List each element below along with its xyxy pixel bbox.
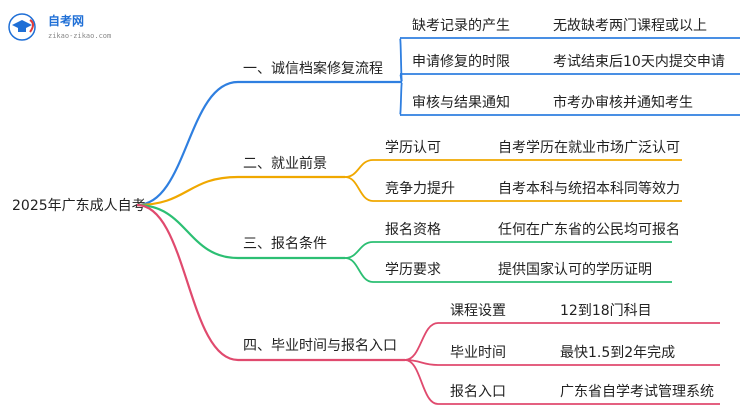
branch-label-1: 一、诚信档案修复流程 [243,60,383,77]
child-value-1-1: 无故缺考两门课程或以上 [553,18,707,34]
child-value-4-3: 广东省自学考试管理系统 [560,384,714,400]
edge-root-branch-1 [136,80,239,207]
root-node: 2025年广东成人自考 [12,198,146,214]
child-value-1-3: 市考办审核并通知考生 [553,94,693,111]
child-value-3-1: 任何在广东省的公民均可报名 [498,222,680,238]
edge-branch-4-child-1 [404,322,439,361]
edge-root-branch-3 [136,203,239,260]
site-logo: 自考网 zikao-zikao.com [8,13,111,41]
child-key-1-3: 审核与结果通知 [412,94,510,111]
child-value-2-1: 自考学历在就业市场广泛认可 [498,139,680,156]
child-key-2-2: 竞争力提升 [385,180,455,197]
child-value-3-2: 提供国家认可的学历证明 [498,261,652,278]
branch-label-3: 三、报名条件 [243,235,327,252]
logo-url: zikao-zikao.com [48,32,111,40]
logo-name: 自考网 [48,13,84,28]
child-key-4-2: 毕业时间 [450,345,506,361]
edge-branch-1-child-3 [399,81,403,116]
edge-root-branch-4 [136,203,239,362]
child-value-4-2: 最快1.5到2年完成 [560,345,675,361]
edge-root-branch-2 [136,175,239,207]
child-key-3-2: 学历要求 [385,262,441,278]
branch-label-4: 四、毕业时间与报名入口 [243,338,397,354]
edge-branch-3-child-2 [344,257,374,283]
child-key-4-3: 报名入口 [450,384,506,400]
edge-branch-2-child-2 [344,176,374,202]
edge-branch-4-child-3 [404,359,439,405]
edge-branch-3-child-1 [344,241,374,259]
child-value-1-2: 考试结束后10天内提交申请 [553,53,725,70]
child-value-2-2: 自考本科与统招本科同等效力 [498,180,680,197]
child-key-1-1: 缺考记录的产生 [412,18,510,34]
child-key-1-2: 申请修复的时限 [412,53,510,70]
edge-branch-2-child-1 [344,159,374,178]
child-key-4-1: 课程设置 [450,303,506,319]
child-key-2-1: 学历认可 [385,140,441,156]
graduation-cap-icon [8,13,36,41]
child-key-3-1: 报名资格 [385,222,441,238]
mindmap-edges [136,37,740,405]
branch-label-2: 二、就业前景 [243,155,327,172]
child-value-4-1: 12到18门科目 [560,303,652,319]
